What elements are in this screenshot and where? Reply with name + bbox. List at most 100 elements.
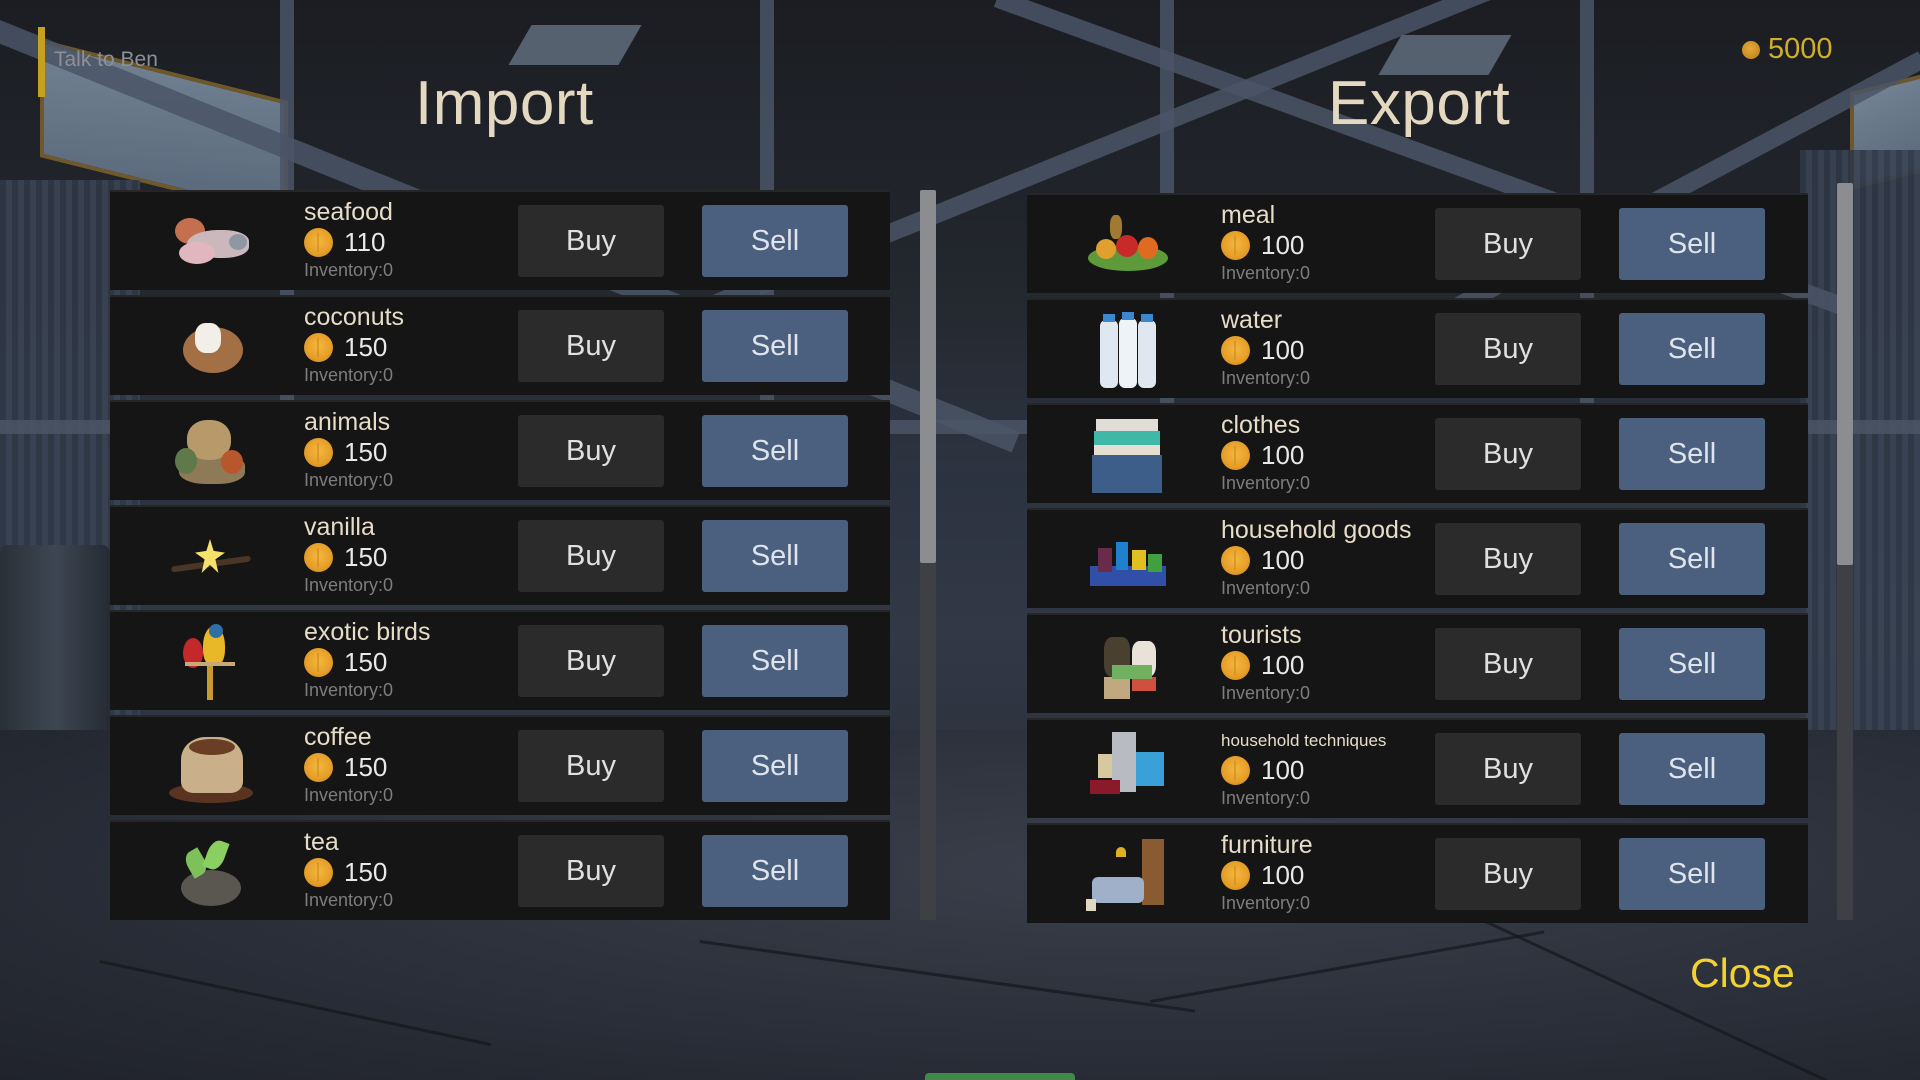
import-scrollbar-handle[interactable] (920, 190, 936, 563)
item-name: furniture (1221, 831, 1313, 859)
buy-button[interactable]: Buy (1435, 313, 1581, 385)
buy-button[interactable]: Buy (518, 625, 664, 697)
item-inventory: Inventory:0 (304, 785, 394, 805)
tea-leaves-icon (165, 834, 255, 910)
buy-button[interactable]: Buy (518, 310, 664, 382)
export-scrollbar-handle[interactable] (1837, 183, 1853, 565)
item-inventory: Inventory:0 (304, 470, 394, 490)
item-image (1077, 520, 1177, 600)
item-price-value: 150 (344, 751, 388, 782)
trade-item-row-animals: animals 150 Inventory:0 Buy Sell (110, 400, 890, 500)
item-price: 150 (304, 331, 404, 363)
item-name: household goods (1221, 516, 1412, 544)
item-inventory: Inventory:0 (1221, 578, 1311, 598)
item-name: household techniques (1221, 731, 1387, 750)
item-inventory: Inventory:0 (1221, 368, 1311, 388)
sell-button[interactable]: Sell (1619, 523, 1765, 595)
coin-icon (1221, 335, 1250, 365)
trade-item-row-coconuts: coconuts 150 Inventory:0 Buy Sell (110, 295, 890, 395)
trade-item-row-exotic-birds: exotic birds 150 Inventory:0 Buy Sell (110, 610, 890, 710)
item-info: tourists 100 Inventory:0 (1221, 622, 1310, 704)
item-image (1077, 310, 1177, 390)
item-info: exotic birds 150 Inventory:0 (304, 619, 430, 701)
item-price-value: 150 (344, 856, 388, 887)
trade-item-row-tea: tea 150 Inventory:0 Buy Sell (110, 820, 890, 920)
buy-button[interactable]: Buy (1435, 628, 1581, 700)
item-image (160, 412, 260, 492)
sell-button[interactable]: Sell (1619, 208, 1765, 280)
item-name: water (1221, 306, 1283, 334)
coin-icon (304, 857, 333, 887)
sell-button[interactable]: Sell (1619, 733, 1765, 805)
item-info: meal 100 Inventory:0 (1221, 202, 1310, 284)
coin-icon (1221, 650, 1250, 680)
sell-button[interactable]: Sell (702, 625, 848, 697)
trade-item-row-coffee: coffee 150 Inventory:0 Buy Sell (110, 715, 890, 815)
sell-button[interactable]: Sell (1619, 838, 1765, 910)
coin-icon (304, 647, 333, 677)
item-image (160, 202, 260, 282)
item-image (1077, 415, 1177, 495)
import-scrollbar[interactable] (920, 190, 936, 920)
import-title: Import (415, 69, 594, 138)
export-scrollbar[interactable] (1837, 183, 1853, 920)
animals-icon (165, 414, 255, 490)
coin-icon (304, 752, 333, 782)
item-info: vanilla 150 Inventory:0 (304, 514, 393, 596)
buy-button[interactable]: Buy (1435, 838, 1581, 910)
skylight (508, 25, 642, 65)
buy-button[interactable]: Buy (1435, 418, 1581, 490)
item-price-value: 150 (344, 541, 388, 572)
item-inventory: Inventory:0 (1221, 893, 1311, 913)
item-inventory: Inventory:0 (1221, 683, 1311, 703)
sell-button[interactable]: Sell (1619, 628, 1765, 700)
item-info: coffee 150 Inventory:0 (304, 724, 393, 806)
item-image (160, 622, 260, 702)
trade-item-row-seafood: seafood 110 Inventory:0 Buy Sell (110, 190, 890, 290)
buy-button[interactable]: Buy (518, 730, 664, 802)
trade-item-row-clothes: clothes 100 Inventory:0 Buy Sell (1027, 403, 1808, 503)
sell-button[interactable]: Sell (1619, 313, 1765, 385)
item-name: exotic birds (304, 618, 431, 646)
item-info: animals 150 Inventory:0 (304, 409, 393, 491)
close-button[interactable]: Close (1690, 950, 1795, 996)
item-price: 150 (304, 541, 393, 573)
coin-icon (304, 542, 333, 572)
sell-button[interactable]: Sell (702, 415, 848, 487)
trade-item-row-household-goods: household goods 100 Inventory:0 Buy Sell (1027, 508, 1808, 608)
buy-button[interactable]: Buy (1435, 733, 1581, 805)
item-price: 150 (304, 751, 393, 783)
coin-icon (304, 332, 333, 362)
item-inventory: Inventory:0 (1221, 473, 1311, 493)
buy-button[interactable]: Buy (1435, 208, 1581, 280)
sell-button[interactable]: Sell (702, 730, 848, 802)
item-price-value: 100 (1261, 439, 1305, 470)
item-price-value: 150 (344, 436, 388, 467)
item-inventory: Inventory:0 (1221, 263, 1311, 283)
buy-button[interactable]: Buy (518, 520, 664, 592)
sell-button[interactable]: Sell (1619, 418, 1765, 490)
sell-button[interactable]: Sell (702, 310, 848, 382)
item-name: meal (1221, 201, 1276, 229)
buy-button[interactable]: Buy (1435, 523, 1581, 595)
sell-button[interactable]: Sell (702, 835, 848, 907)
item-price: 150 (304, 646, 430, 678)
quest-marker-bar (38, 27, 45, 97)
item-name: vanilla (304, 513, 375, 541)
buy-button[interactable]: Buy (518, 835, 664, 907)
item-image (1077, 625, 1177, 705)
buy-button[interactable]: Buy (518, 205, 664, 277)
household-goods-icon (1082, 522, 1172, 598)
fruits-vegetables-icon (1082, 207, 1172, 283)
item-price-value: 100 (1261, 544, 1305, 575)
sell-button[interactable]: Sell (702, 205, 848, 277)
item-price: 100 (1221, 229, 1310, 261)
import-list: seafood 110 Inventory:0 Buy Sell coconut… (110, 190, 890, 925)
wall (1800, 150, 1920, 750)
item-price-value: 100 (1261, 229, 1305, 260)
tourists-icon (1082, 627, 1172, 703)
sell-button[interactable]: Sell (702, 520, 848, 592)
item-name: seafood (304, 198, 393, 226)
buy-button[interactable]: Buy (518, 415, 664, 487)
seafood-icon (165, 204, 255, 280)
